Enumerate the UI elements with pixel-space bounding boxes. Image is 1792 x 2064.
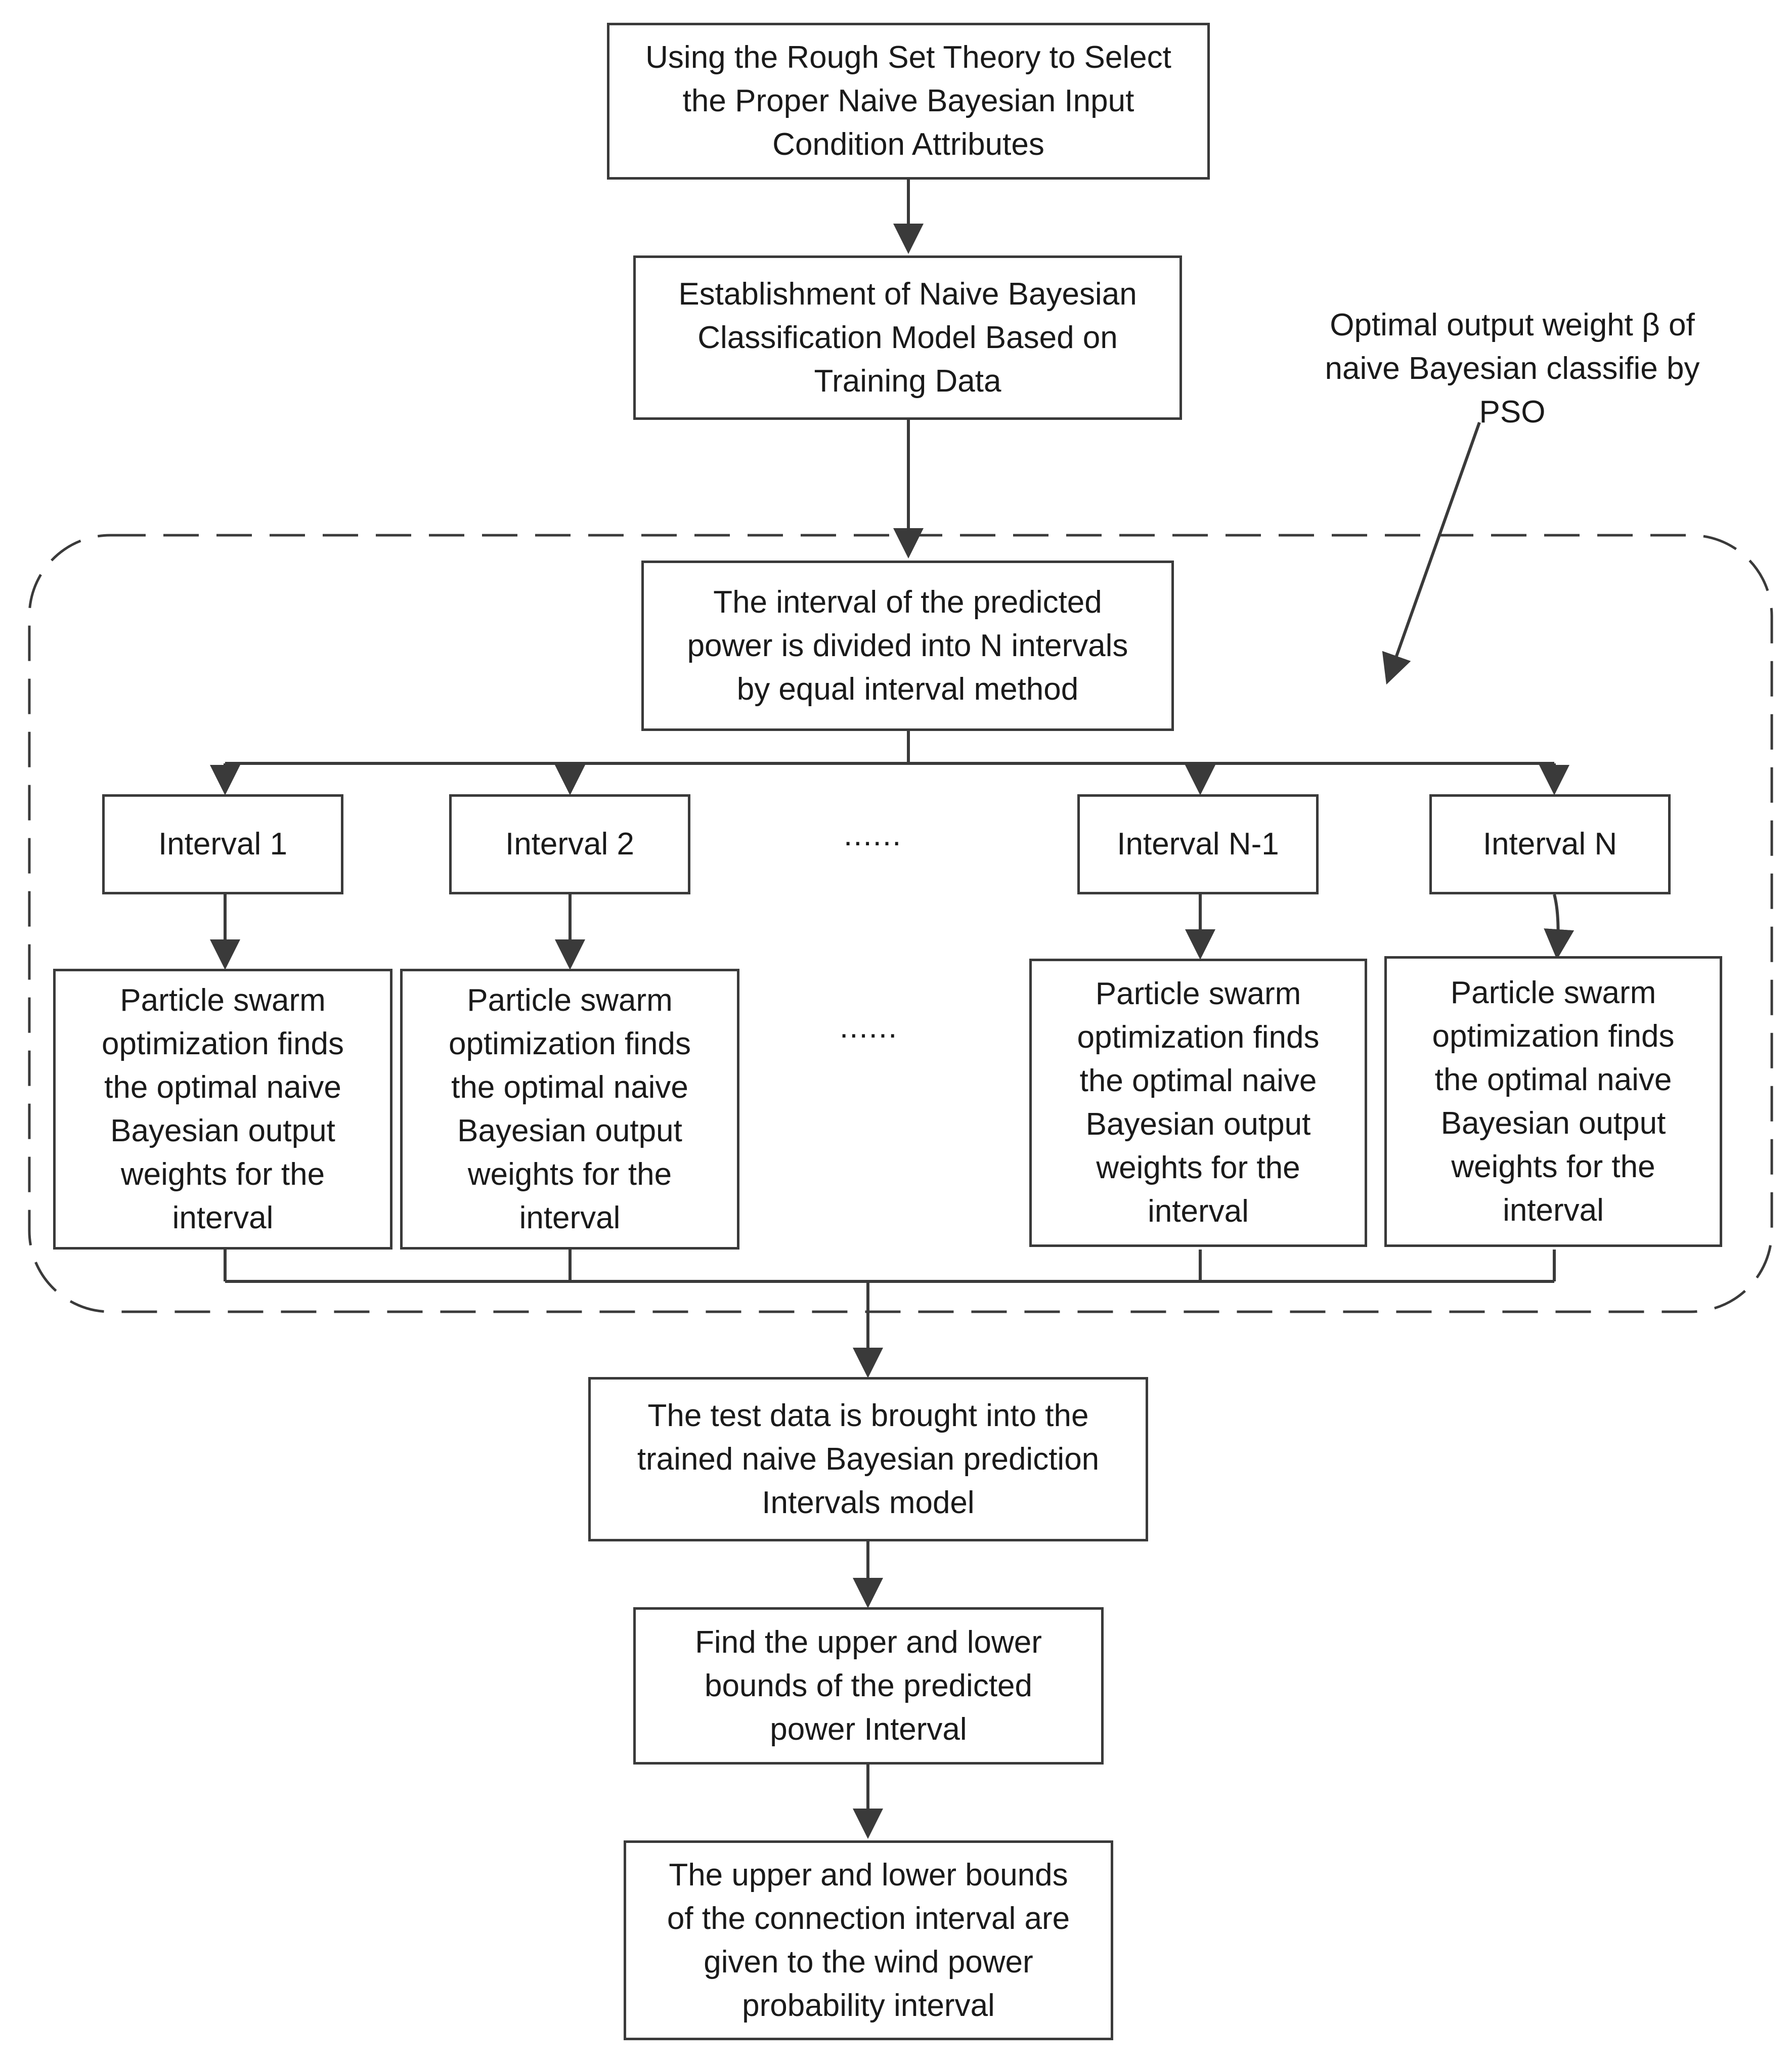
arrow-interval-n-to-pso-n — [1544, 894, 1575, 960]
node-pso-2: Particle swarm optimization finds the op… — [400, 969, 739, 1250]
node-interval-2: Interval 2 — [449, 794, 690, 894]
node-pso-n: Particle swarm optimization finds the op… — [1384, 956, 1722, 1247]
pso-group-dashed-outline — [28, 534, 1773, 1313]
node-pso-n-minus-1: Particle swarm optimization finds the op… — [1029, 959, 1367, 1247]
node-rough-set: Using the Rough Set Theory to Select the… — [607, 23, 1210, 180]
node-find-bounds: Find the upper and lower bounds of the p… — [633, 1607, 1104, 1765]
arrow-annotation-pointer — [1382, 421, 1481, 685]
node-test-data: The test data is brought into the traine… — [588, 1377, 1148, 1541]
ellipsis-pso: ...... — [840, 1010, 898, 1045]
node-divide-intervals: The interval of the predicted power is d… — [641, 561, 1174, 731]
node-pso-1: Particle swarm optimization finds the op… — [53, 969, 392, 1250]
node-final-bounds: The upper and lower bounds of the connec… — [624, 1840, 1113, 2040]
annotation-optimal-weight: Optimal output weight β of naive Bayesia… — [1325, 308, 1700, 429]
node-interval-n: Interval N — [1429, 794, 1671, 894]
node-establish-model: Establishment of Naive Bayesian Classifi… — [633, 255, 1182, 420]
ellipsis-intervals: ...... — [844, 818, 902, 852]
node-interval-1: Interval 1 — [102, 794, 343, 894]
node-interval-n-minus-1: Interval N-1 — [1077, 794, 1319, 894]
